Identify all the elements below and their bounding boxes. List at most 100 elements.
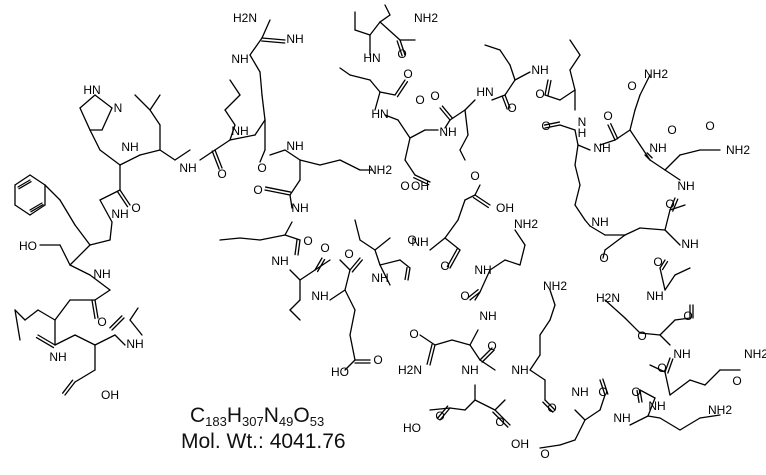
bond: [74, 369, 96, 383]
atom-label-nh-leu2: NH: [179, 161, 196, 175]
bond: [69, 244, 91, 266]
formula-count-n: 49: [278, 414, 294, 429]
atom-label-nh2-gln2: NH2: [744, 347, 766, 361]
bond: [349, 74, 371, 81]
bond: [30, 204, 44, 213]
bond: [111, 317, 125, 331]
atom-label-n-lys5: N: [578, 115, 587, 129]
bond: [329, 289, 346, 301]
bond: [494, 399, 506, 411]
bond: [379, 259, 401, 266]
bond: [351, 259, 363, 273]
bond: [79, 94, 96, 109]
bond: [599, 394, 606, 411]
atom-label-h2n-arg: H2N: [233, 11, 257, 25]
bond: [229, 134, 256, 141]
bond: [647, 415, 661, 419]
atom-label-h2n-gln: H2N: [398, 363, 422, 377]
bond: [239, 237, 261, 241]
bond: [492, 411, 509, 428]
bond: [499, 49, 511, 66]
bond: [464, 109, 469, 136]
atom-label-nh-asp2: NH: [439, 125, 456, 139]
bond: [14, 174, 31, 186]
bond: [297, 239, 301, 256]
molecular-weight: Mol. Wt.: 4041.76: [181, 430, 346, 454]
atom-label-hn-ile3: HN: [363, 51, 380, 65]
bond: [18, 181, 32, 190]
bond: [604, 234, 626, 251]
bond: [374, 91, 381, 111]
atom-label-nh-glu2: NH: [411, 235, 428, 249]
atom-label-o-1: O: [97, 315, 106, 329]
bond: [451, 339, 471, 346]
bond: [634, 94, 641, 111]
bond: [624, 317, 641, 334]
bond: [474, 399, 496, 411]
atom-label-o-34: O: [535, 87, 544, 101]
bond: [679, 149, 701, 156]
bond: [646, 152, 653, 159]
atom-label-o-8: O: [373, 353, 382, 367]
bond: [434, 339, 453, 346]
bond: [679, 417, 701, 431]
bond: [344, 289, 356, 311]
bond: [404, 137, 411, 161]
bond: [602, 378, 609, 395]
bond: [264, 189, 291, 196]
bond: [469, 344, 481, 361]
bond: [514, 71, 531, 81]
bond: [119, 154, 141, 166]
atom-label-o-39: O: [403, 67, 412, 81]
atom-label-nh-arg2: NH: [286, 32, 303, 46]
atom-label-nh-asn: NH: [677, 179, 694, 193]
bond: [284, 234, 301, 241]
atom-label-nh-gln3: NH: [673, 347, 690, 361]
atom-label-o-20: O: [598, 385, 607, 399]
bond: [399, 39, 406, 56]
atom-label-nh-gln2: NH: [648, 399, 665, 413]
atom-label-o-6: O: [303, 234, 312, 248]
bond: [489, 259, 506, 271]
bond: [559, 124, 576, 131]
bond: [294, 238, 298, 256]
atom-label-hn-aib2: HN: [371, 107, 388, 121]
bond: [469, 291, 481, 301]
bond: [574, 419, 586, 441]
bond: [464, 194, 476, 201]
bond: [61, 379, 74, 394]
atom-label-o-26: O: [653, 255, 662, 269]
bond: [264, 186, 292, 193]
bond: [404, 266, 408, 281]
bond: [261, 40, 286, 44]
atom-label-nh-phe: NH: [111, 207, 128, 221]
bond: [629, 109, 636, 131]
bond: [649, 159, 666, 171]
formula-element-n: N: [263, 404, 279, 427]
bond: [394, 79, 406, 96]
bond: [437, 405, 449, 419]
atom-label-o-27: O: [599, 251, 608, 265]
bond: [659, 334, 671, 346]
atom-label-nh-gln: NH: [479, 309, 496, 323]
bond: [659, 267, 666, 291]
bond: [79, 107, 91, 131]
atom-label-o-33: O: [541, 119, 550, 133]
atom-label-ho-glu3: HO: [403, 421, 421, 435]
bond: [289, 269, 301, 281]
bond: [449, 249, 461, 269]
bond: [444, 119, 451, 129]
bond: [44, 184, 61, 201]
bond: [543, 121, 561, 126]
bond: [559, 439, 576, 446]
atom-label-ho-ser: HO: [19, 239, 37, 253]
atom-label-h2n-gln3: H2N: [596, 291, 620, 305]
bond: [35, 336, 55, 349]
bond: [639, 332, 661, 336]
bond: [544, 94, 561, 101]
bond: [289, 194, 293, 209]
bond: [289, 299, 301, 311]
atom-label-o-4: O: [257, 161, 266, 175]
atom-label-nh-ala: NH: [646, 289, 663, 303]
bond: [669, 204, 686, 211]
